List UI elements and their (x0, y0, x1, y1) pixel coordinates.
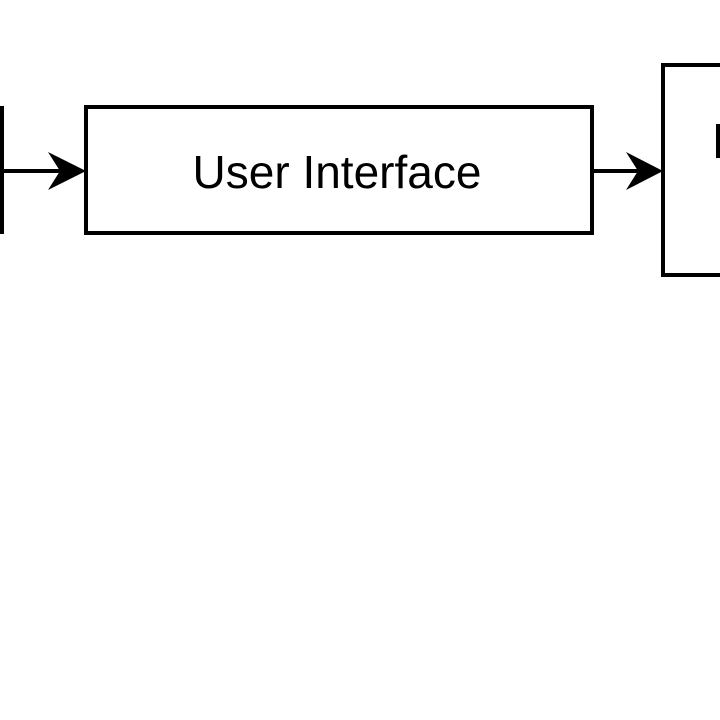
user-interface-box (84, 105, 594, 235)
right-node-box (661, 63, 720, 277)
node-right-partial[interactable] (661, 63, 720, 277)
node-user-interface[interactable]: User Interface (84, 105, 594, 235)
user-interface-label: User Interface (193, 146, 482, 198)
arrow-head-into-user-interface (48, 152, 86, 190)
right-node-label-fragment (716, 124, 720, 158)
arrow-head-into-right-node (626, 152, 663, 190)
